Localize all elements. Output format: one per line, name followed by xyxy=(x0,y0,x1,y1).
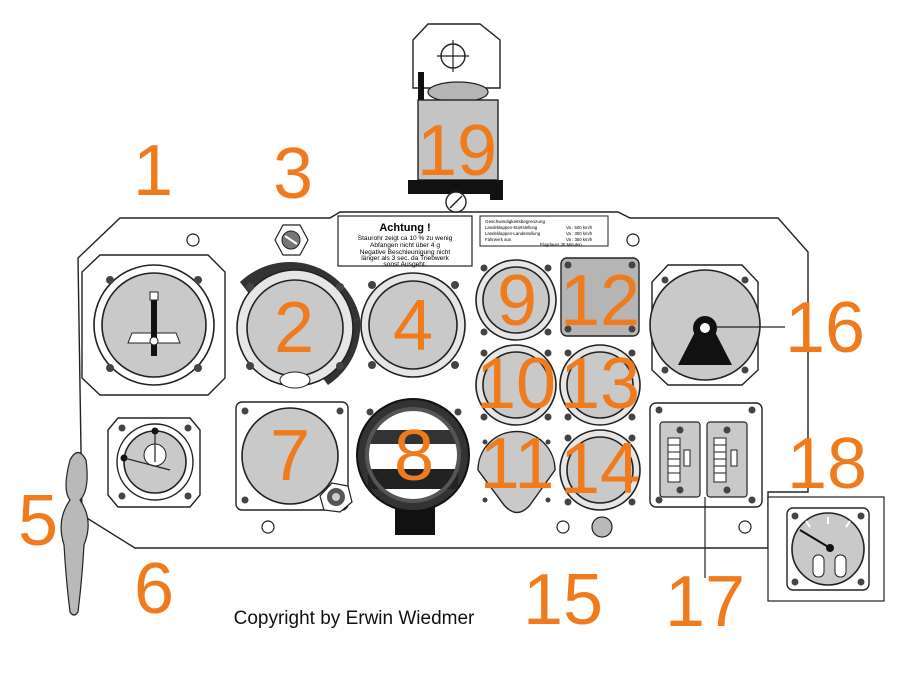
warning-line: Negative Beschleunigung nicht xyxy=(360,249,451,256)
instrument-13 xyxy=(559,344,641,426)
warning-line: Staurohr zeigt ca 10 % zu wenig xyxy=(358,235,453,242)
speed-plate-row-label: Fahrwerk aus xyxy=(485,237,511,242)
label-11: 11 xyxy=(480,424,555,504)
label-16: 16 xyxy=(785,288,865,368)
instrument-7 xyxy=(235,401,353,513)
instrument-14 xyxy=(559,429,641,511)
instrument-1 xyxy=(81,254,226,396)
speed-plate-footer: Flugdauer 30 Minuten xyxy=(540,242,582,247)
lever-5 xyxy=(60,451,89,616)
instrument-18 xyxy=(767,496,885,602)
speed-plate-row-label: Landeklappen-Landestellung xyxy=(485,231,541,236)
label-2: 2 xyxy=(274,288,314,368)
speed-plate-heading: Geschwindigkeitsbegrenzung xyxy=(485,219,545,224)
label-7: 7 xyxy=(270,416,310,496)
warning-line: Abfangen nicht über 4 g xyxy=(370,242,440,249)
warning-title: Achtung ! xyxy=(379,222,430,234)
label-1: 1 xyxy=(133,131,173,211)
knob-3 xyxy=(274,224,309,256)
revi-gunsight xyxy=(408,23,503,213)
copyright-text: Copyright by Erwin Wiedmer xyxy=(234,608,475,629)
speed-plate-row-label: Landeklappen-Startstellung xyxy=(485,225,538,230)
label-6: 6 xyxy=(134,549,174,629)
speed-plate-row-value: Va : 500 km/h xyxy=(566,225,593,230)
speed-plate-row-value: Va : 350 km/h xyxy=(566,237,593,242)
label-10: 10 xyxy=(476,344,556,424)
label-14: 14 xyxy=(560,429,640,509)
warning-plate: Achtung ! Staurohr zeigt ca 10 % zu weni… xyxy=(337,215,473,268)
instrument-11 xyxy=(477,430,556,514)
label-4: 4 xyxy=(393,286,433,366)
warning-line: länger als 3 sec. da Triebwerk xyxy=(361,255,449,262)
instrument-2 xyxy=(236,261,361,389)
label-13: 13 xyxy=(560,344,640,424)
label-15: 15 xyxy=(523,560,603,640)
label-19: 19 xyxy=(417,111,497,191)
instrument-12 xyxy=(560,257,640,337)
instrument-8 xyxy=(356,398,470,535)
instrument-9 xyxy=(475,259,557,341)
instrument-4 xyxy=(360,272,466,378)
instrument-6 xyxy=(107,417,201,508)
instrument-17 xyxy=(649,402,763,578)
instrument-10 xyxy=(475,344,557,426)
label-5: 5 xyxy=(18,481,58,561)
label-8: 8 xyxy=(394,416,434,496)
label-18: 18 xyxy=(787,424,867,504)
label-17: 17 xyxy=(665,562,745,642)
speed-limit-plate: Geschwindigkeitsbegrenzung Landeklappen-… xyxy=(479,215,609,247)
instrument-16 xyxy=(649,264,785,386)
label-12: 12 xyxy=(560,261,640,341)
speed-plate-row-value: Va : 300 km/h xyxy=(566,231,593,236)
label-9: 9 xyxy=(497,261,537,341)
panel-holes xyxy=(186,233,752,538)
label-3: 3 xyxy=(273,134,313,214)
warning-line: sonst Ausgeht. xyxy=(383,261,426,268)
